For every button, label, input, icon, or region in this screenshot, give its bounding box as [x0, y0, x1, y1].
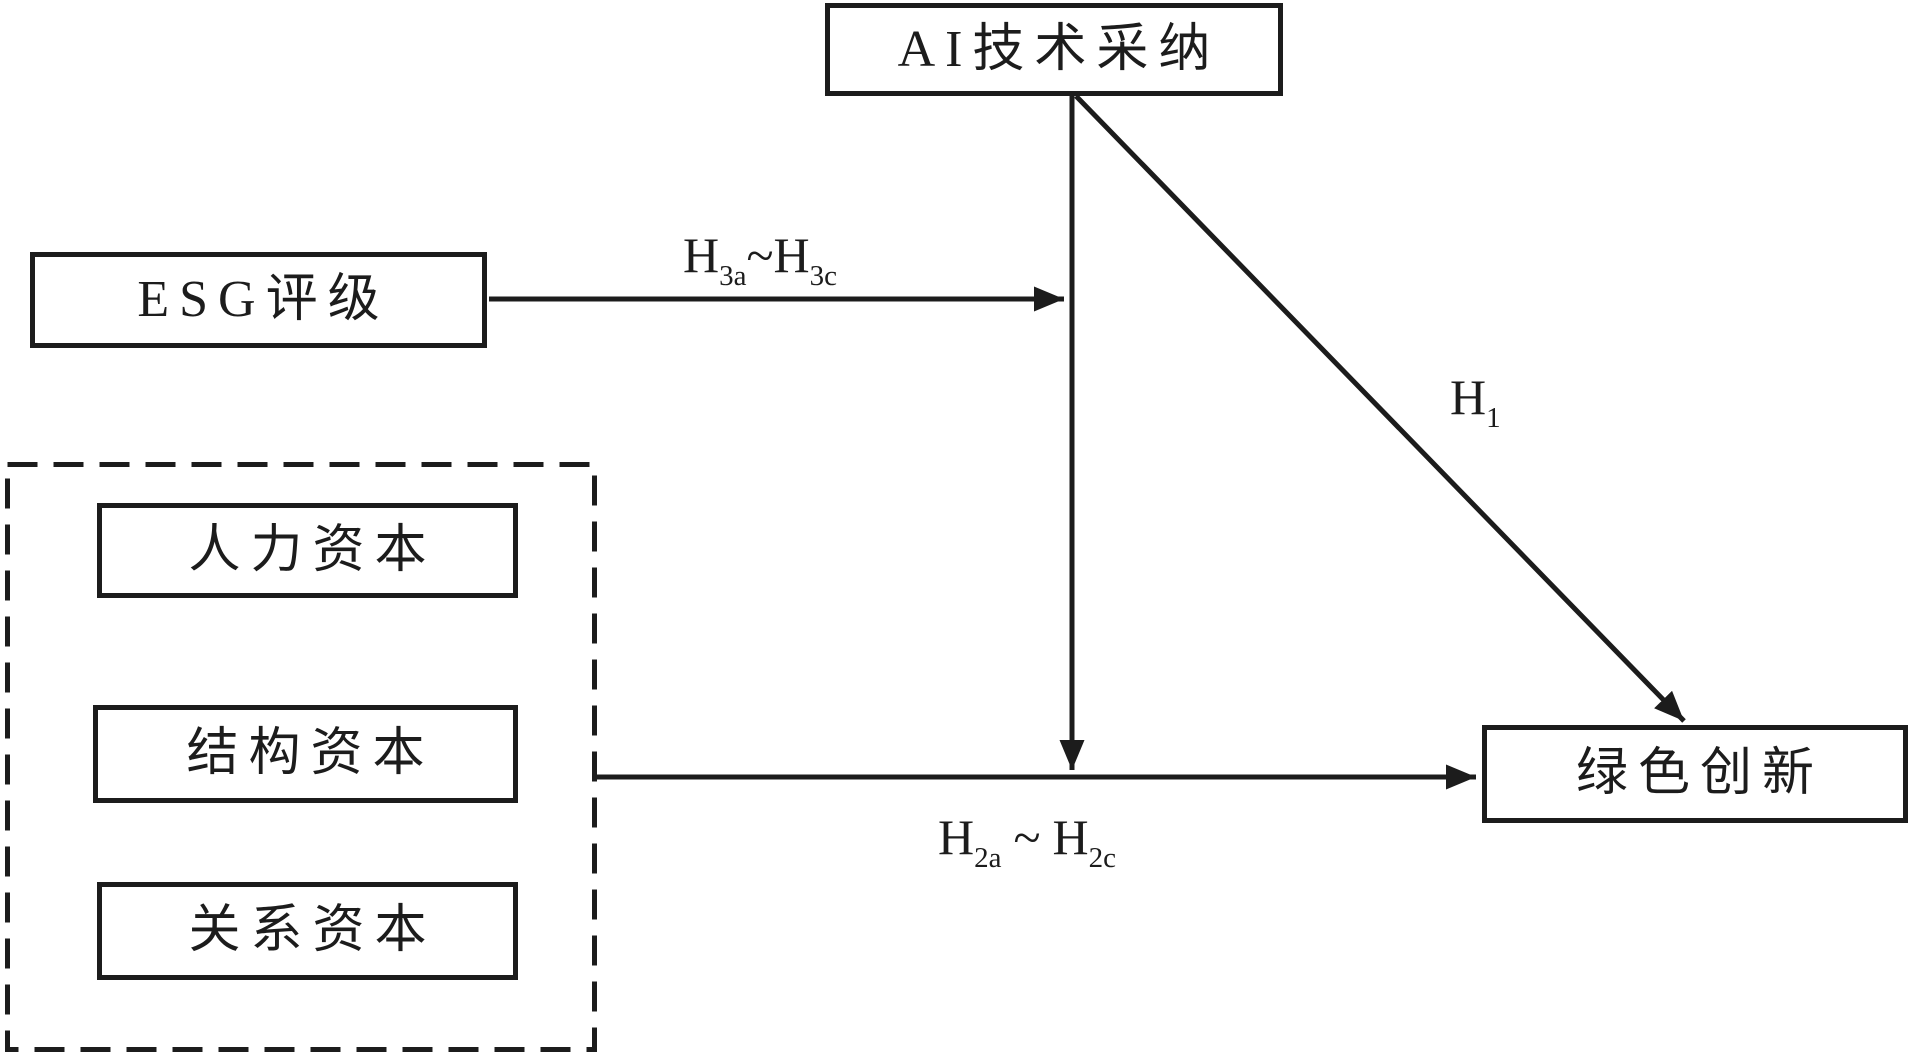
h3-base-a: H: [683, 227, 720, 283]
h2-sub-b: 2c: [1088, 842, 1117, 875]
box-structural-capital-label: 结构资本: [186, 725, 435, 782]
label-h3-range: H3a~H3c: [683, 227, 837, 291]
arrow-ai-to-green-innovation: [1074, 94, 1686, 723]
h2-base-b: H: [1052, 809, 1089, 865]
h2-base-a: H: [938, 809, 975, 865]
box-ai-adoption-label: AI技术采纳: [897, 20, 1221, 78]
h2-sub-a: 2a: [974, 842, 1002, 875]
box-esg-rating-label: ESG评级: [137, 271, 390, 328]
box-esg-rating: ESG评级: [30, 252, 487, 348]
h3-tilde: ~: [746, 227, 774, 283]
box-relational-capital: 关系资本: [97, 882, 518, 980]
h2-tilde: ~: [1013, 809, 1041, 865]
box-human-capital-label: 人力资本: [188, 521, 437, 579]
h3-sub-a: 3a: [719, 260, 747, 293]
box-ai-adoption: AI技术采纳: [825, 3, 1283, 96]
h1-sub: 1: [1486, 402, 1501, 435]
label-h2-range: H2a~H2c: [938, 809, 1116, 873]
h3-sub-b: 3c: [809, 260, 838, 293]
capital-group-dashed-border: [5, 462, 597, 1052]
box-green-innovation: 绿色创新: [1482, 725, 1908, 823]
box-green-innovation-label: 绿色创新: [1575, 745, 1824, 802]
label-h1: H1: [1450, 369, 1501, 433]
h1-base: H: [1450, 369, 1487, 425]
box-human-capital: 人力资本: [97, 503, 518, 598]
h3-base-b: H: [773, 227, 810, 283]
box-relational-capital-label: 关系资本: [188, 902, 437, 959]
box-structural-capital: 结构资本: [93, 705, 518, 803]
